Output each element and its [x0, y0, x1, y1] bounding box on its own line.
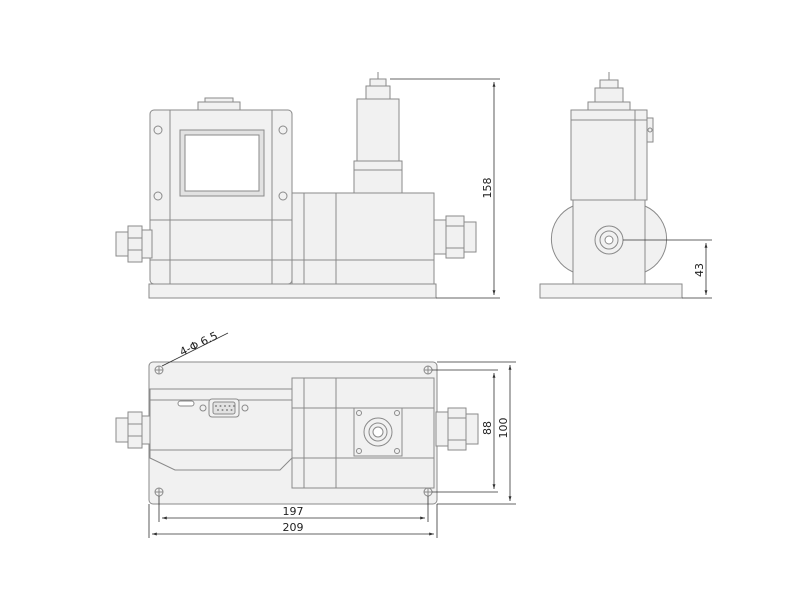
front-top-connector — [197, 101, 241, 111]
front-screw — [278, 191, 288, 201]
mounting-hole — [154, 365, 164, 375]
dim-label-100: 100 — [497, 418, 510, 439]
mounting-hole — [423, 487, 433, 497]
side-upper-block — [570, 109, 648, 201]
front-actuator — [356, 98, 400, 162]
front-valve-body — [291, 192, 435, 285]
front-screw — [153, 191, 163, 201]
dimension-197-209 — [148, 496, 438, 538]
dimension-43 — [623, 239, 712, 299]
side-top-nut — [594, 87, 624, 103]
mounting-hole — [423, 365, 433, 375]
hole-callout — [161, 332, 229, 367]
db9-connector — [199, 398, 249, 418]
dimension-88-100 — [432, 361, 516, 505]
top-inlet-fitting — [115, 411, 151, 449]
front-view — [115, 72, 477, 299]
side-view — [539, 72, 683, 299]
side-base-plate — [539, 283, 683, 299]
side-flange-right — [644, 205, 668, 273]
top-actuator-flange — [353, 407, 403, 457]
front-inlet-fitting — [115, 225, 153, 263]
front-actuator-nut — [365, 85, 391, 100]
dimension-158 — [390, 78, 500, 299]
dim-label-88: 88 — [481, 421, 494, 435]
front-screw — [278, 125, 288, 135]
front-outlet-fitting — [433, 215, 477, 259]
top-outlet-fitting — [435, 407, 479, 451]
top-view — [115, 361, 479, 505]
front-base-plate — [148, 283, 437, 299]
front-screw — [153, 125, 163, 135]
front-display-screen — [184, 134, 260, 192]
hole-callout-label: 4-Φ 6.5 — [178, 329, 220, 358]
dim-label-158: 158 — [481, 178, 494, 199]
dim-label-43: 43 — [693, 263, 706, 277]
dim-label-197: 197 — [283, 505, 304, 518]
dim-label-209: 209 — [283, 521, 304, 534]
side-flange-left — [550, 205, 574, 273]
led-indicator — [177, 400, 195, 407]
mounting-hole — [154, 487, 164, 497]
